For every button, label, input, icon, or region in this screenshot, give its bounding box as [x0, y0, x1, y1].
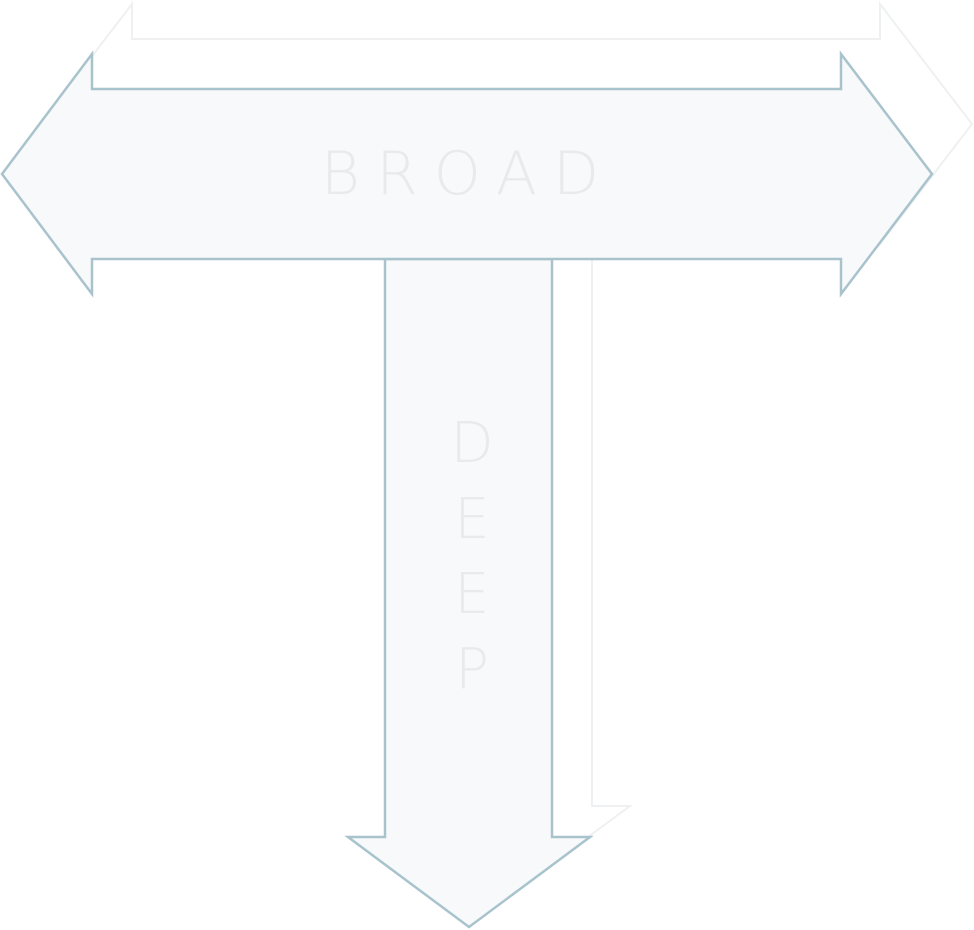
broad-label: BROAD	[321, 139, 615, 209]
deep-letter: E	[454, 562, 489, 627]
deep-letter: D	[450, 411, 493, 476]
deep-letter: P	[455, 637, 489, 702]
deep-letter: E	[454, 487, 489, 552]
broad-arrow	[0, 50, 934, 298]
deep-arrow	[344, 257, 594, 929]
